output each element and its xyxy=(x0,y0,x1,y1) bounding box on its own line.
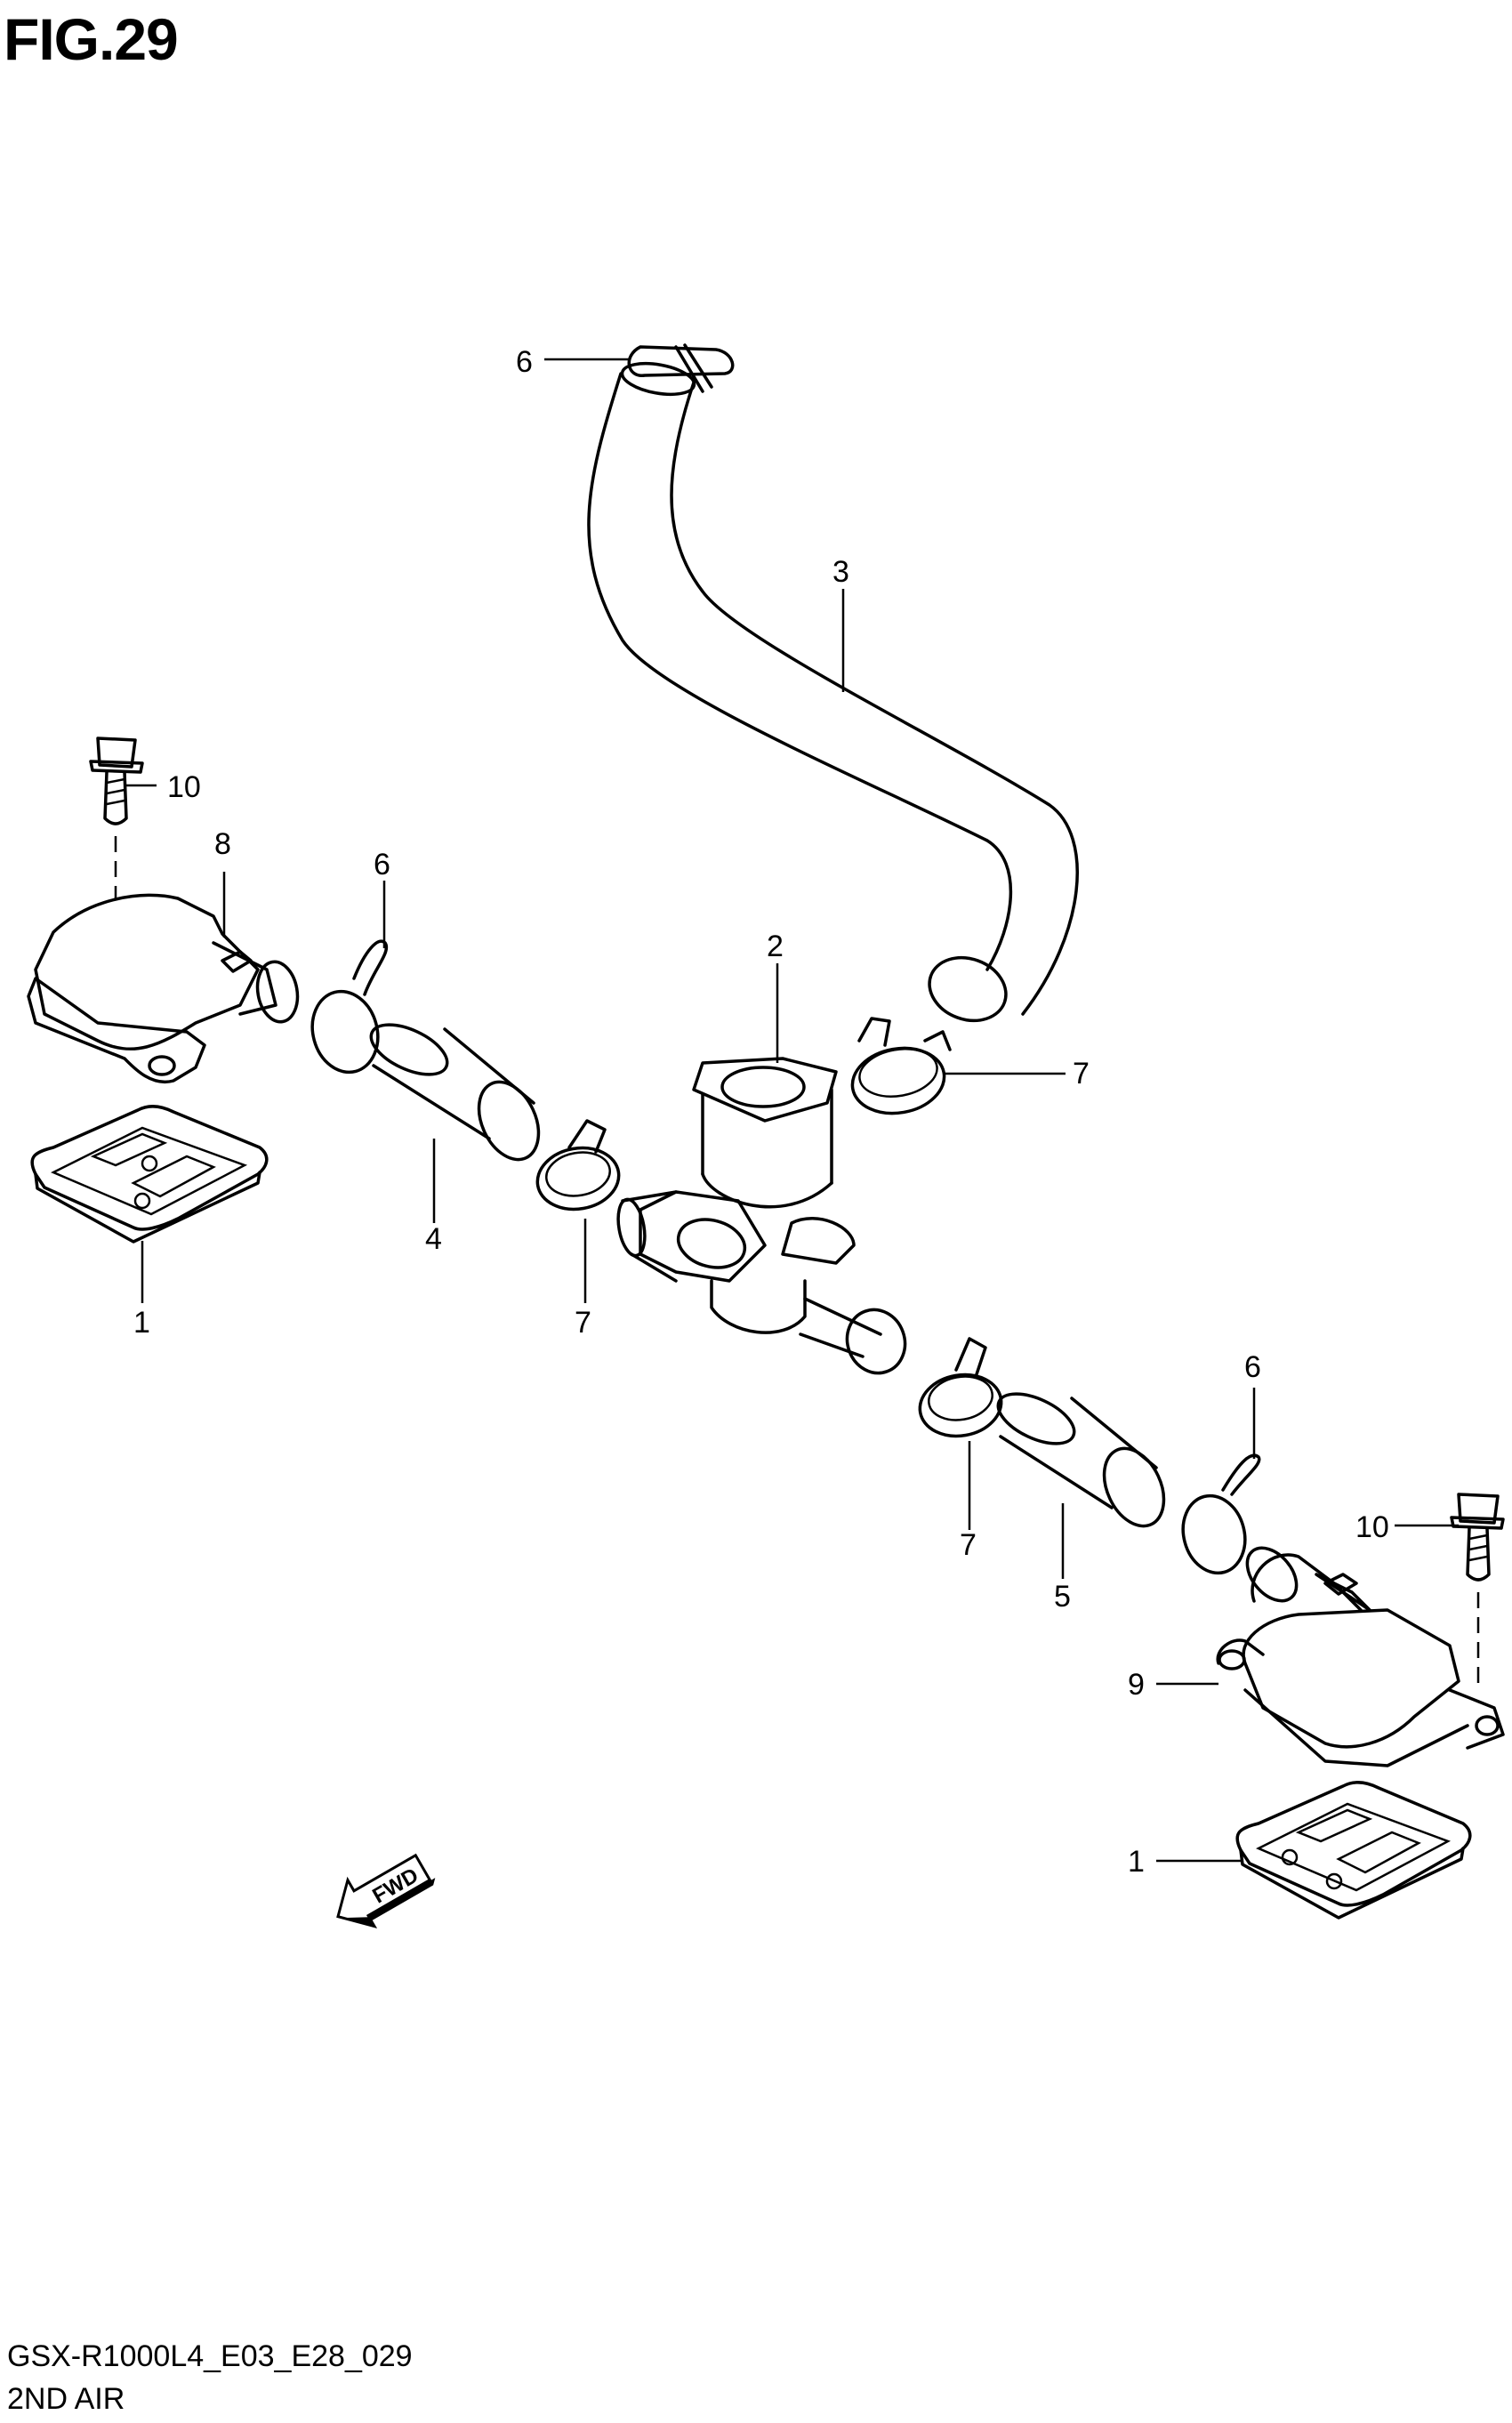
callout-5: 5 xyxy=(1054,1580,1071,1614)
callout-6-top: 6 xyxy=(516,345,533,379)
fwd-arrow-icon: FWD xyxy=(336,1853,436,1929)
clip-part-6-right xyxy=(1181,1453,1261,1575)
callout-9: 9 xyxy=(1128,1668,1145,1702)
reed-plate-part-1-right xyxy=(1235,1781,1472,1920)
callout-1-left: 1 xyxy=(133,1306,150,1340)
callout-7-upper: 7 xyxy=(1073,1057,1090,1091)
callout-10-right: 10 xyxy=(1355,1510,1389,1544)
cover-part-9 xyxy=(1216,1546,1505,1767)
callout-6-right: 6 xyxy=(1244,1350,1261,1384)
reed-plate-part-1-left xyxy=(30,1105,269,1244)
clip-part-6-mid xyxy=(310,939,389,1075)
cover-part-8 xyxy=(27,893,300,1084)
clamp-part-7-left xyxy=(535,1119,621,1212)
callout-4: 4 xyxy=(425,1222,442,1256)
callout-7-lower: 7 xyxy=(960,1528,977,1562)
callout-1-right: 1 xyxy=(1128,1845,1145,1879)
clamp-part-7-lower xyxy=(918,1337,1003,1438)
valve-part-2 xyxy=(616,1057,907,1375)
bolt-part-10-right xyxy=(1450,1493,1505,1690)
leader-lines xyxy=(125,358,1459,1863)
hose-part-3 xyxy=(587,361,1079,1023)
hose-part-5 xyxy=(996,1392,1166,1528)
callout-2: 2 xyxy=(767,930,784,963)
drawing-code: GSX-R1000L4_E03_E28_029 xyxy=(7,2339,413,2373)
section-name: 2ND AIR xyxy=(7,2382,125,2416)
callout-7-left: 7 xyxy=(575,1306,591,1340)
figure-title: FIG.29 xyxy=(4,6,179,72)
bolt-part-10-left xyxy=(89,737,144,898)
callout-10-left: 10 xyxy=(167,770,201,804)
callout-8: 8 xyxy=(214,827,231,861)
hose-part-4 xyxy=(369,1023,541,1162)
clamp-part-7-upper xyxy=(850,1017,952,1115)
clip-part-6-top xyxy=(627,343,735,393)
callout-3: 3 xyxy=(832,555,849,589)
callout-6-mid: 6 xyxy=(374,848,390,881)
